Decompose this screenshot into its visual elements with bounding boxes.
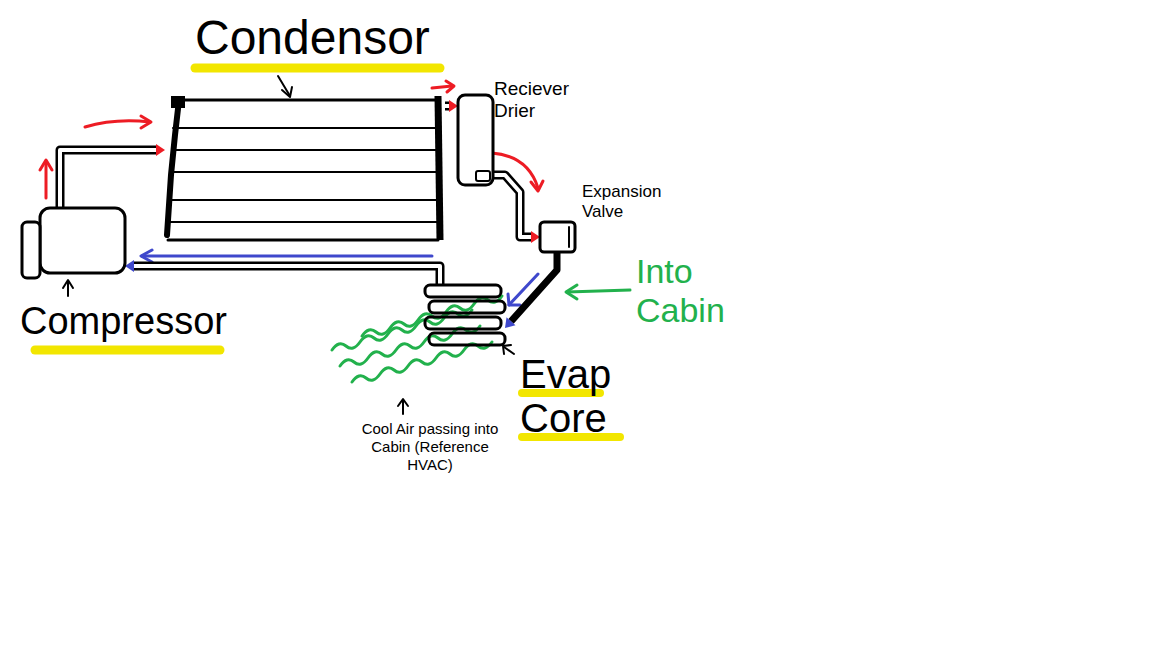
part-label: Evap Core	[520, 352, 630, 440]
flow-arrowhead	[531, 181, 543, 191]
pipe-bore	[445, 104, 449, 108]
expansion-valve-drawing	[540, 222, 575, 252]
evap-fin	[429, 333, 505, 345]
condenser-tank	[438, 96, 440, 240]
evap-fin	[429, 301, 505, 313]
leader-arrow	[504, 347, 514, 354]
compressor: Compressor	[40, 208, 125, 273]
refrigerant-line	[445, 100, 458, 112]
part-label: Expansion Valve	[582, 182, 672, 221]
part-outline	[179, 99, 438, 102]
drier-outlet	[476, 171, 490, 181]
leader-arrowhead	[63, 280, 73, 288]
pipe-bore	[134, 266, 440, 285]
refrigerant-line	[505, 252, 557, 328]
compressor-pulley	[22, 222, 40, 278]
note-label: Cool Air passing into Cabin (Reference H…	[360, 420, 500, 474]
highlight	[35, 346, 220, 355]
valve-body	[540, 222, 575, 252]
receiver-drier: Reciever Drier	[458, 95, 493, 185]
evaporator-core-drawing	[425, 285, 505, 345]
leader-arrowhead	[503, 345, 511, 354]
part-outline	[170, 199, 438, 201]
expansion-valve: Expansion Valve	[540, 222, 575, 252]
part-outline	[172, 149, 438, 151]
pipe-outline	[60, 150, 156, 208]
compressor-body	[40, 208, 125, 273]
flow-arrowhead	[446, 81, 454, 92]
leader-arrowhead	[566, 285, 577, 299]
compressor-drawing	[40, 208, 125, 273]
pipe-outline	[134, 266, 440, 285]
pipe-outline	[445, 102, 449, 111]
part-outline	[168, 239, 438, 242]
flow-arrowhead	[156, 144, 165, 156]
flow-arrow	[142, 255, 432, 258]
part-outline	[169, 221, 438, 223]
air-wave	[352, 342, 492, 382]
highlight	[195, 64, 440, 73]
receiver-drier-drawing	[458, 95, 493, 185]
part-outline	[173, 127, 438, 129]
evaporator-core: Evap Core	[425, 285, 505, 345]
drier-body	[458, 95, 493, 185]
leader-arrow	[402, 400, 404, 414]
leader-arrowhead	[398, 399, 408, 406]
flow-arrowhead	[141, 116, 151, 128]
flow-arrowhead	[508, 294, 520, 305]
part-label: Reciever Drier	[494, 78, 584, 122]
pipe-bore	[493, 175, 531, 237]
part-label: Compressor	[20, 300, 227, 344]
refrigerant-line	[125, 260, 440, 285]
flow-arrowhead	[505, 317, 515, 328]
flow-arrow	[85, 121, 150, 127]
leader-arrowhead	[282, 87, 292, 97]
leader-arrow	[67, 282, 69, 296]
note-label: Into Cabin	[636, 252, 751, 330]
hose	[511, 252, 557, 321]
pipe-outline	[493, 175, 531, 237]
evap-fin	[425, 317, 501, 329]
leader-arrow	[567, 290, 630, 292]
condenser-drawing	[165, 100, 445, 240]
flow-arrowhead	[141, 250, 152, 262]
part-outline	[568, 227, 570, 247]
evap-fin	[425, 285, 501, 297]
flow-arrowhead	[40, 160, 52, 170]
condenser: Condensor	[165, 100, 445, 240]
flow-arrow	[432, 86, 452, 88]
condenser-fitting	[171, 96, 185, 108]
flow-arrow	[45, 162, 48, 198]
part-outline	[171, 171, 438, 173]
refrigerant-line	[60, 144, 165, 208]
part-label: Condensor	[195, 10, 430, 65]
refrigerant-line	[493, 175, 540, 243]
condenser-tank	[167, 100, 179, 235]
pipe-bore	[60, 150, 156, 208]
